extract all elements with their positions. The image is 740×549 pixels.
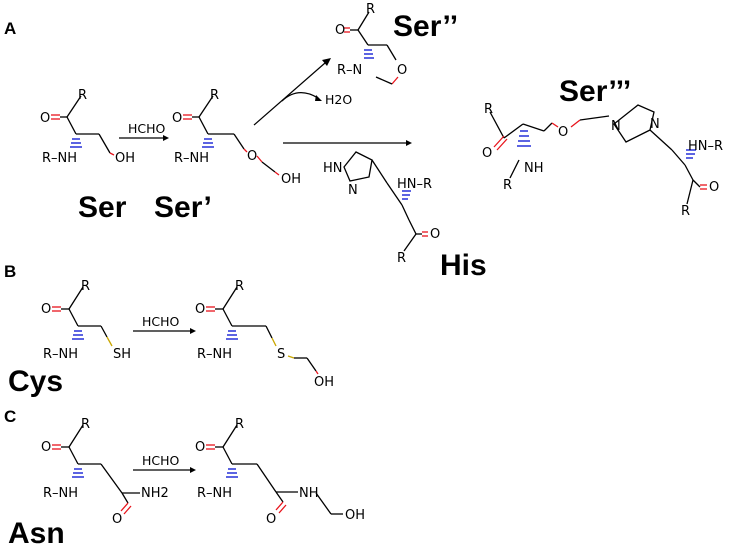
asn-structure: R O R–NH O NH2 bbox=[41, 417, 169, 527]
arrow-head-2 bbox=[322, 58, 331, 66]
atom-o: O bbox=[41, 440, 51, 455]
atom-r: R bbox=[397, 251, 406, 266]
atom-r: R bbox=[78, 88, 87, 103]
atom-o-ether: O bbox=[247, 149, 257, 164]
atom-r: R bbox=[210, 88, 219, 103]
atom-r: R bbox=[235, 417, 244, 432]
atom-r-lower: R bbox=[503, 178, 512, 193]
atom-nh2: NH2 bbox=[141, 486, 169, 501]
atom-o: O bbox=[172, 111, 182, 126]
atom-oh: OH bbox=[314, 375, 334, 390]
atom-r: R bbox=[366, 2, 375, 17]
ser-prime-structure: R O R–NH O OH bbox=[172, 88, 301, 187]
atom-r-nh: R–NH bbox=[43, 347, 78, 362]
atom-nh: NH bbox=[299, 486, 319, 501]
arrow-head-water bbox=[315, 95, 322, 101]
reagent-water: H2O bbox=[325, 92, 352, 107]
arrow-head-4 bbox=[190, 328, 196, 334]
atom-n-ring: N bbox=[611, 119, 621, 134]
panel-label-b: B bbox=[4, 262, 16, 281]
atom-r: R bbox=[81, 279, 90, 294]
atom-r: R bbox=[484, 102, 493, 117]
ser-dprime-structure: R O R–N O bbox=[335, 2, 407, 85]
atom-nh: NH bbox=[524, 161, 544, 176]
atom-oh: OH bbox=[281, 172, 301, 187]
atom-o: O bbox=[482, 146, 492, 161]
atom-hn-r: HN–R bbox=[688, 139, 723, 154]
reagent-hcho-a: HCHO bbox=[128, 121, 166, 136]
ser-structure: R O R–NH OH bbox=[40, 88, 135, 166]
label-his: His bbox=[440, 249, 487, 282]
label-ser: Ser bbox=[78, 191, 127, 224]
atom-o-ring: O bbox=[397, 63, 407, 78]
panel-label-a: A bbox=[4, 19, 16, 38]
atom-r-nh: R–NH bbox=[197, 347, 232, 362]
reagent-hcho-b: HCHO bbox=[142, 314, 180, 329]
label-cys: Cys bbox=[8, 365, 63, 398]
atom-o-ether: O bbox=[558, 125, 568, 140]
ser-tprime-structure: R O O N N NH R HN–R O R bbox=[482, 102, 723, 219]
atom-r-nh: R–NH bbox=[197, 486, 232, 501]
atom-r: R bbox=[81, 417, 90, 432]
atom-hn: HN bbox=[323, 161, 343, 176]
reagent-hcho-c: HCHO bbox=[142, 453, 180, 468]
arrow-head-3 bbox=[406, 140, 412, 146]
asn-adduct-structure: R O R–NH O NH OH bbox=[195, 417, 365, 527]
atom-o: O bbox=[195, 302, 205, 317]
cys-structure: R O R–NH SH bbox=[41, 279, 131, 362]
water-loss-arrow bbox=[281, 92, 319, 102]
atom-n: N bbox=[348, 183, 358, 198]
label-ser-prime: Ser’ bbox=[154, 191, 212, 224]
atom-s: S bbox=[277, 347, 285, 362]
label-asn: Asn bbox=[8, 517, 65, 549]
cys-adduct-structure: R O R–NH S OH bbox=[195, 279, 334, 390]
arrow-ser-prime-to-ser-dprime bbox=[253, 62, 326, 126]
atom-r-nh: R–NH bbox=[42, 151, 77, 166]
label-ser-dprime: Ser’’ bbox=[393, 10, 458, 43]
atom-o-amide: O bbox=[266, 512, 276, 527]
atom-sh: SH bbox=[113, 347, 131, 362]
atom-r-right: R bbox=[681, 204, 690, 219]
atom-o-amide: O bbox=[112, 512, 122, 527]
atom-oh: OH bbox=[345, 508, 365, 523]
atom-o: O bbox=[195, 440, 205, 455]
his-structure: HN N HN–R O R bbox=[323, 151, 440, 266]
atom-r-nh: R–NH bbox=[174, 151, 209, 166]
panel-label-c: C bbox=[4, 407, 16, 426]
atom-o: O bbox=[40, 111, 50, 126]
arrow-head-1 bbox=[163, 135, 169, 141]
atom-o: O bbox=[430, 227, 440, 242]
atom-r: R bbox=[235, 279, 244, 294]
arrow-head-5 bbox=[190, 467, 196, 473]
atom-oh: OH bbox=[115, 151, 135, 166]
atom-r-n: R–N bbox=[337, 63, 362, 78]
label-ser-tprime: Ser’’’ bbox=[559, 75, 631, 108]
atom-n-ring-2: N bbox=[650, 117, 660, 132]
atom-o: O bbox=[41, 302, 51, 317]
atom-hn-r: HN–R bbox=[397, 177, 432, 192]
atom-o-right: O bbox=[709, 180, 719, 195]
atom-o: O bbox=[335, 23, 345, 38]
atom-r-nh: R–NH bbox=[43, 486, 78, 501]
